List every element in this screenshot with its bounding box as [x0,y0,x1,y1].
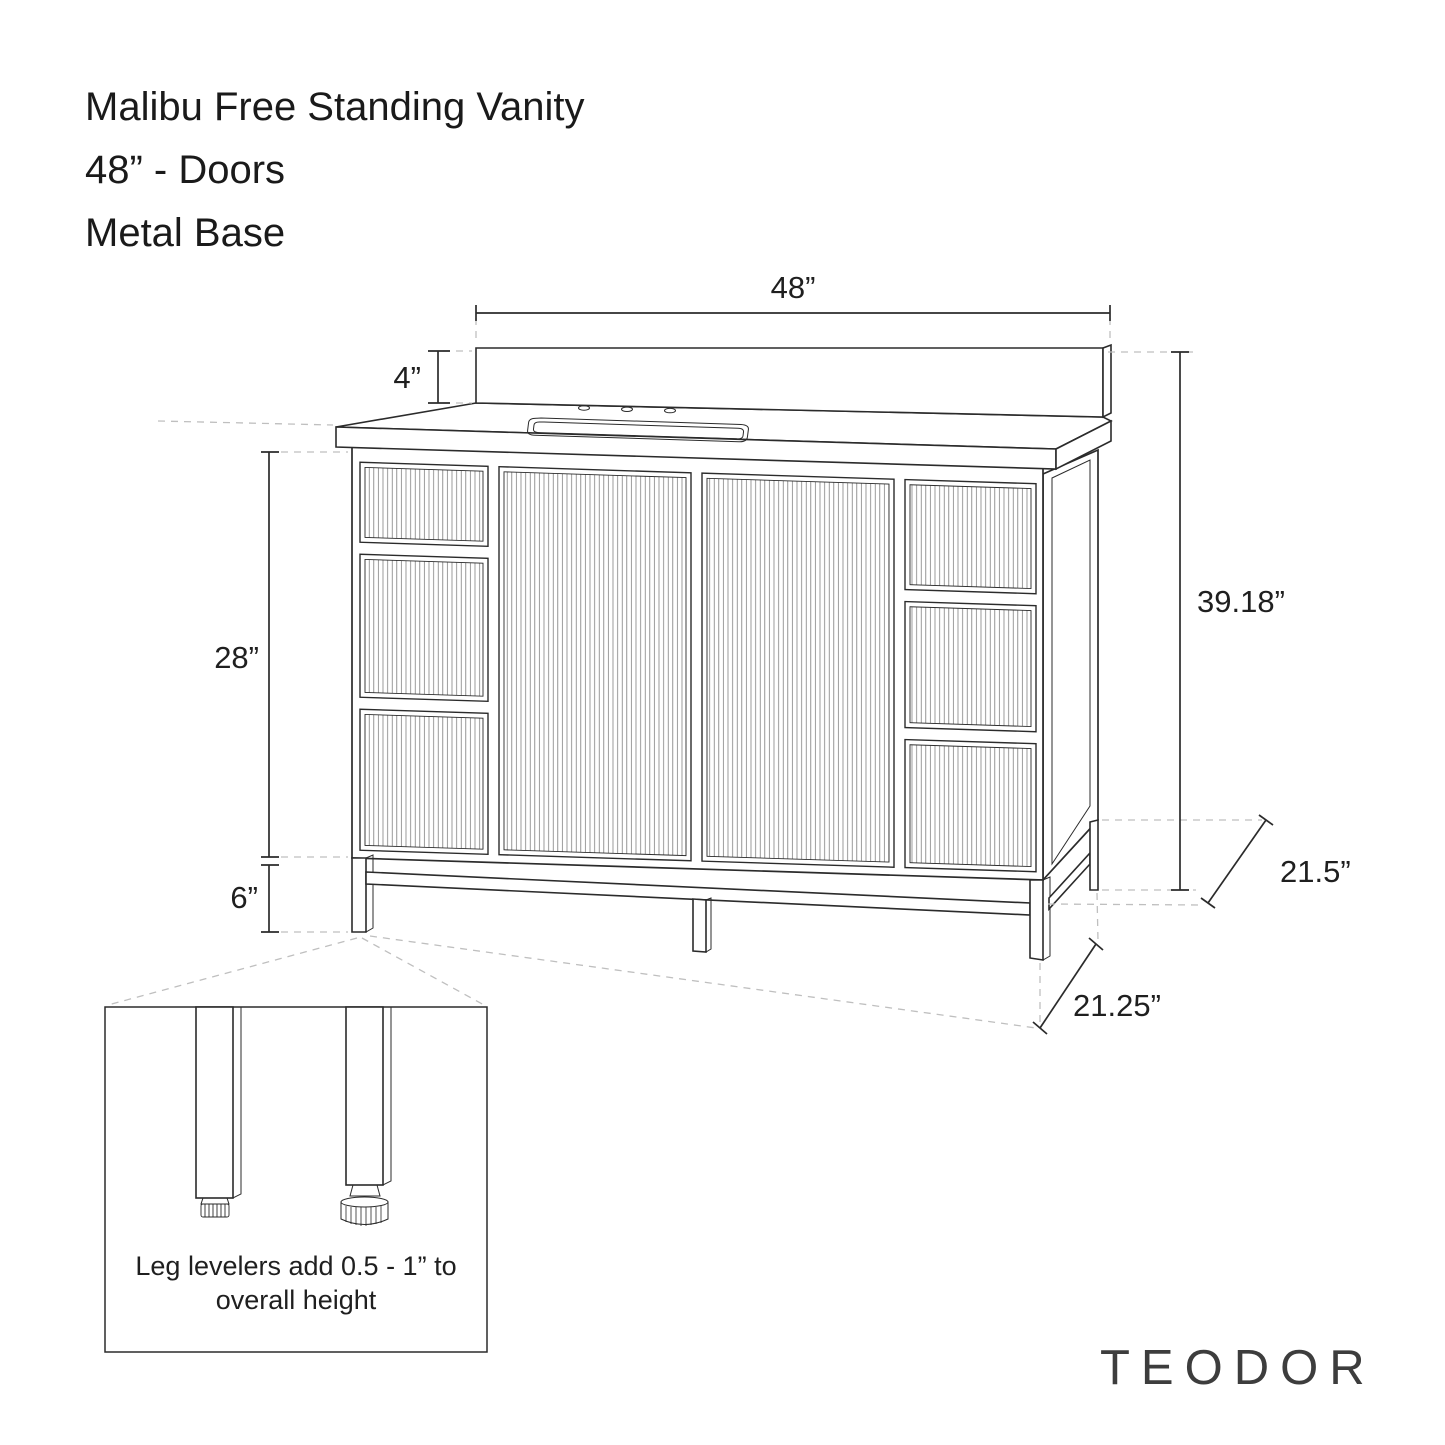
detail-leg-extended [340,1006,392,1226]
dimension-label-width: 48” [771,270,816,305]
metal-base [351,818,1099,961]
back-right-leg [1089,818,1099,891]
product-base-variant: Metal Base [85,211,285,255]
dimension-overall-height: 39.18” [1171,351,1285,891]
door-panels [498,465,895,868]
brand-wordmark: TEODOR [1100,1341,1376,1395]
dimension-legs-6: 6” [230,864,279,933]
dimension-label-backsplash: 4” [393,360,421,395]
leg-detail-inset: Leg levelers add 0.5 - 1” to overall hei… [104,1006,488,1353]
front-right-leg [1029,879,1044,961]
drawer-column-left [359,461,489,856]
cabinet-side-panel [1042,448,1099,883]
sink-cutout [527,417,749,443]
dimension-label-overall: 39.18” [1197,584,1285,619]
dimension-body-28: 28” [214,451,279,858]
dimension-label-legs: 6” [230,880,258,915]
dimension-width-48: 48” [475,270,1111,321]
countertop-side-edge [1055,419,1112,471]
backsplash [475,343,1112,419]
dashed-leader-lines [107,318,1262,1029]
middle-leg [692,898,707,953]
detail-leg-retracted [195,1006,242,1218]
front-left-leg [351,857,367,933]
countertop [335,402,1113,471]
dimension-label-counter-depth: 21.5” [1280,854,1351,889]
detail-box [104,1006,488,1353]
leveler-note-line1: Leg levelers add 0.5 - 1” to [135,1251,456,1281]
cabinet-front-face [351,445,1044,881]
dimension-label-body: 28” [214,640,259,675]
product-title: Malibu Free Standing Vanity [85,85,585,129]
dimension-counter-depth: 21.5” [1200,814,1351,909]
drawer-column-right [904,478,1037,873]
dimension-backsplash-4: 4” [393,350,450,404]
dimension-base-depth: 21.25” [1032,937,1161,1035]
title-block: Malibu Free Standing Vanity 48” - Doors … [85,85,585,255]
leveler-note-line2: overall height [216,1285,377,1315]
dimension-label-base-depth: 21.25” [1073,988,1161,1023]
product-size-variant: 48” - Doors [85,148,285,192]
